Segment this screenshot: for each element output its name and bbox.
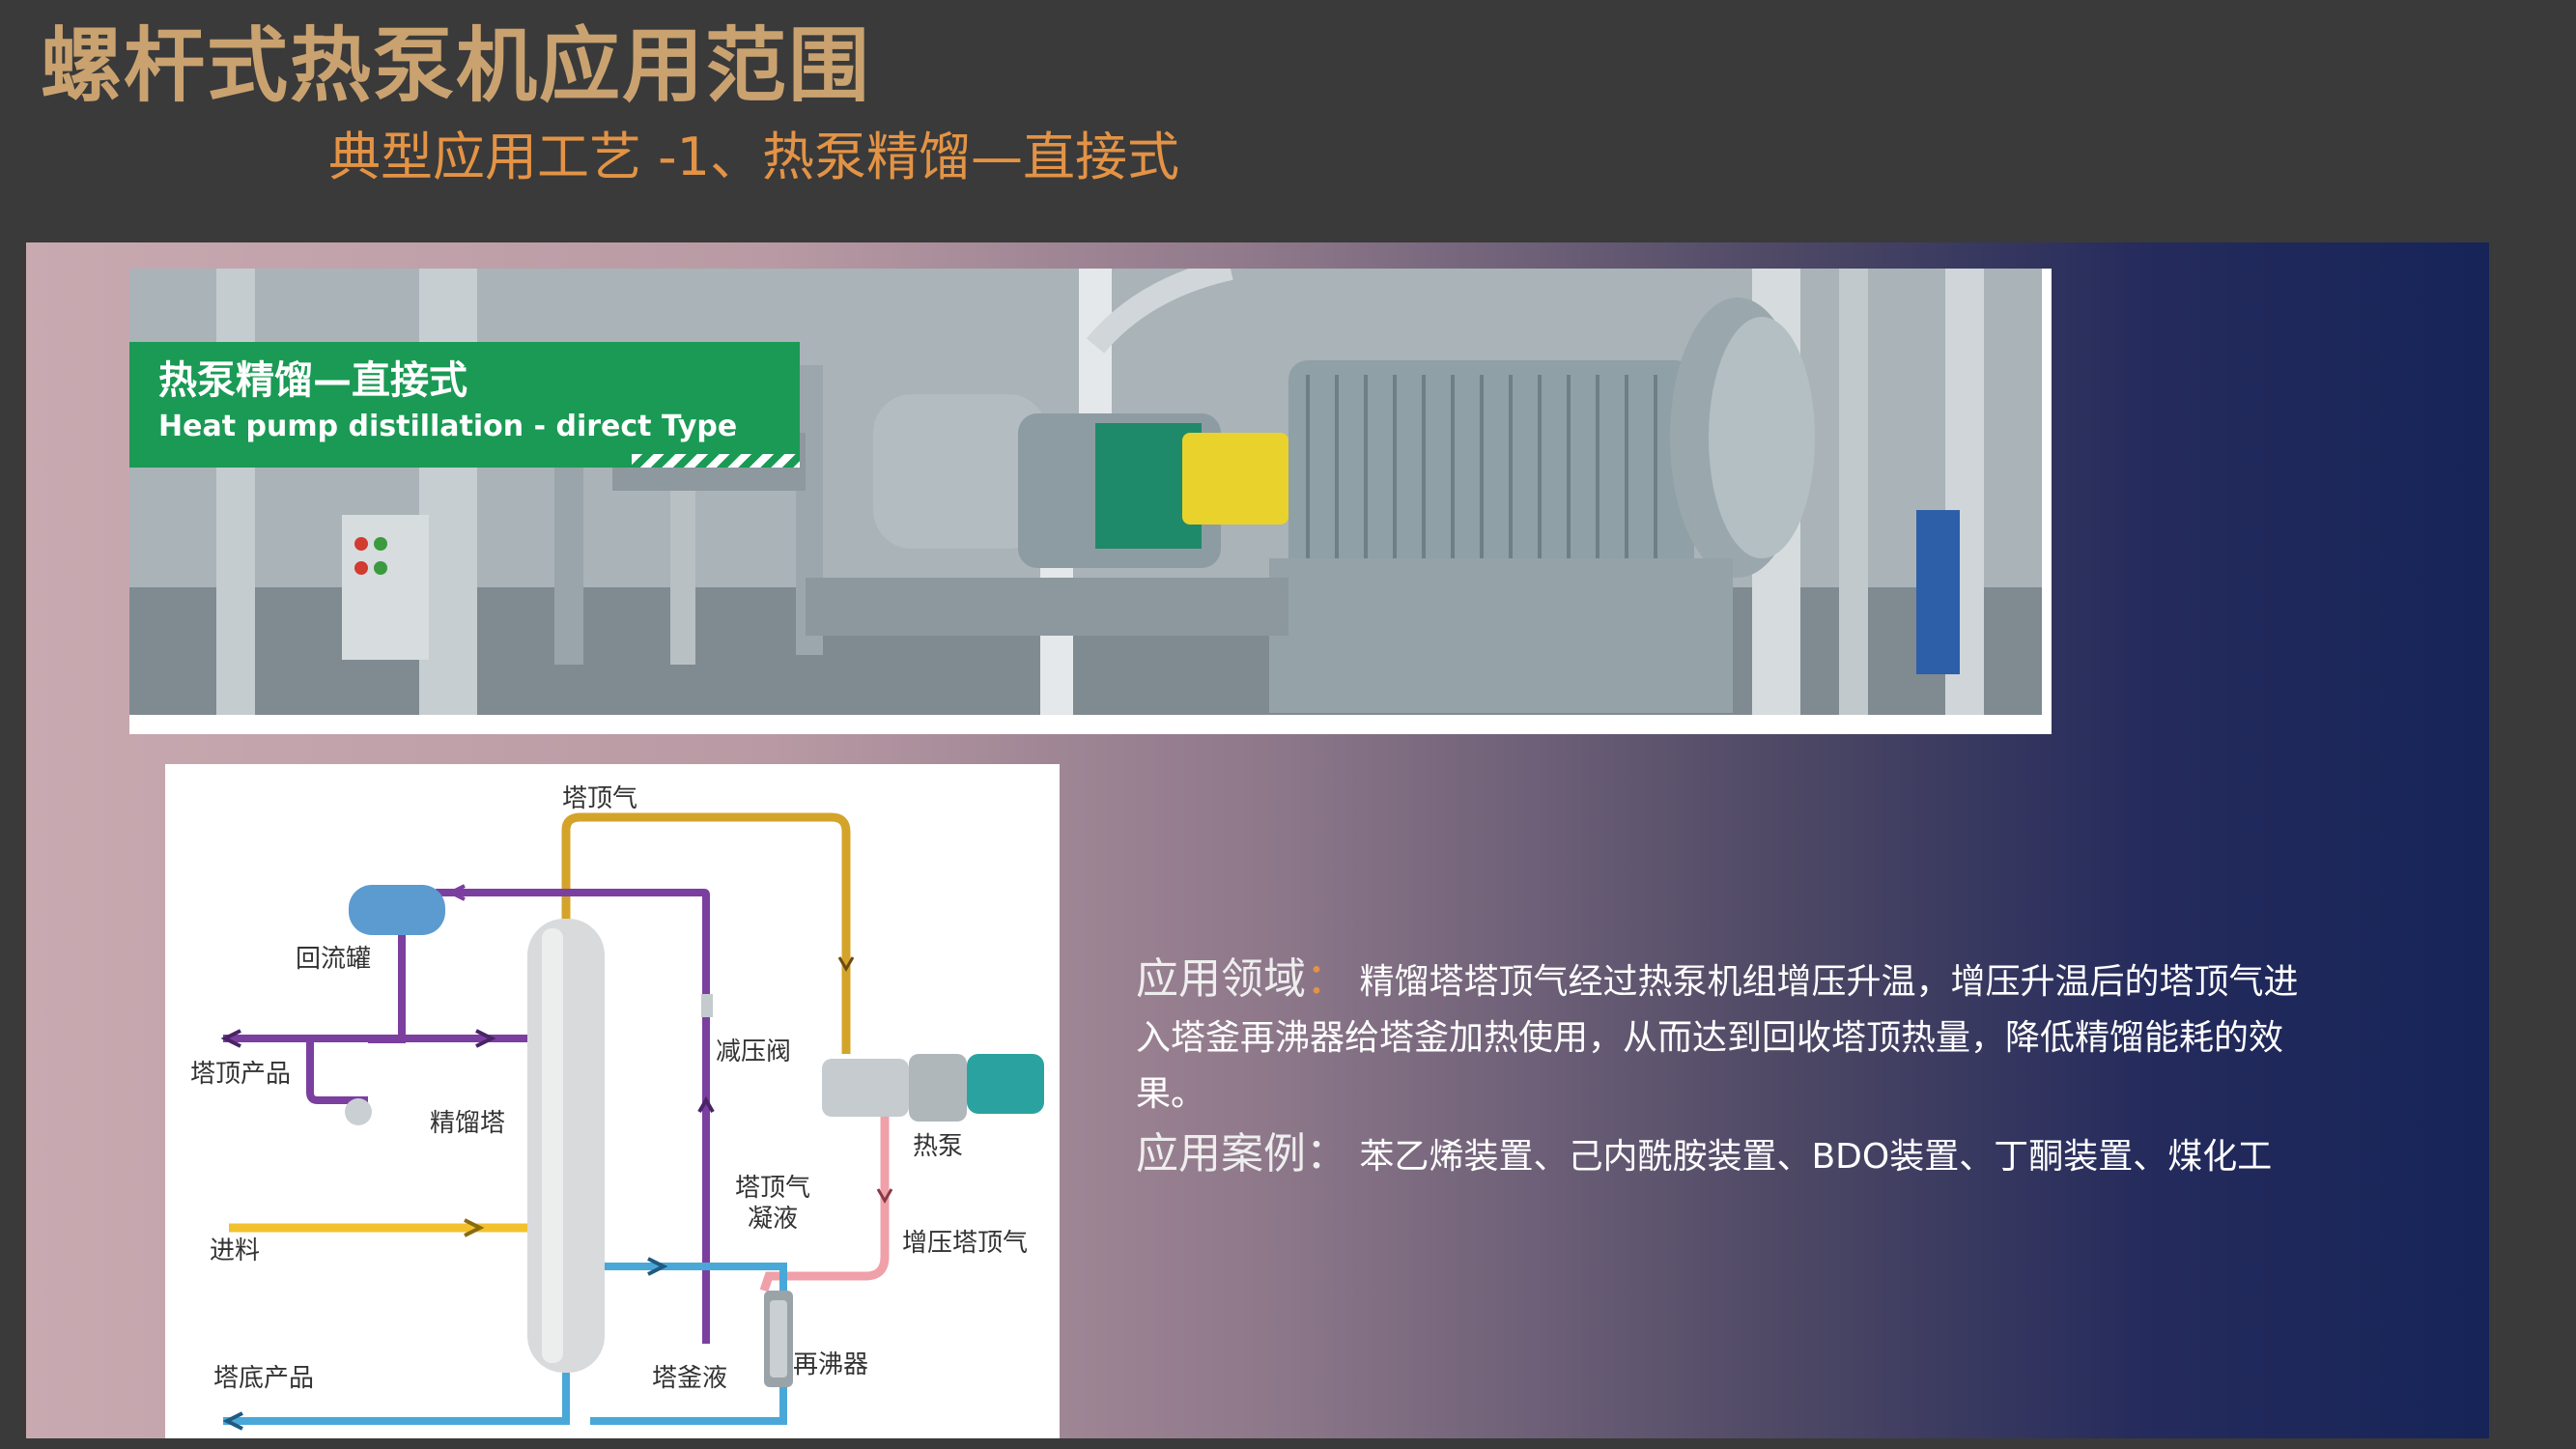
page-title: 螺杆式热泵机应用范围 bbox=[41, 18, 872, 113]
label-kettle-liquid: 塔釜液 bbox=[652, 1364, 728, 1393]
label-heat-pump: 热泵 bbox=[913, 1132, 964, 1161]
label-pressurized-vapor: 增压塔顶气 bbox=[902, 1229, 1029, 1258]
label-top-vapor: 塔顶气 bbox=[562, 784, 638, 813]
process-flow-svg bbox=[220, 812, 1044, 1431]
application-cases: 应用案例： 苯乙烯装置、己内酰胺装置、BDO装置、丁酮装置、煤化工 bbox=[1136, 1126, 2305, 1185]
label-reboiler: 再沸器 bbox=[793, 1350, 869, 1379]
label-bottom-product: 塔底产品 bbox=[213, 1364, 315, 1393]
equipment-photo: 热泵精馏—直接式 Heat pump distillation - direct… bbox=[129, 269, 2042, 715]
description-block: 应用领域： 精馏塔塔顶气经过热泵机组增压升温，增压升温后的塔顶气进入塔釜再沸器给… bbox=[1136, 952, 2305, 1185]
label-reflux-tank: 回流罐 bbox=[296, 945, 372, 974]
label-condensate: 塔顶气 凝液 bbox=[735, 1174, 811, 1234]
banner-label: 热泵精馏—直接式 Heat pump distillation - direct… bbox=[129, 342, 800, 468]
field-colon: ： bbox=[1306, 954, 1348, 1004]
banner-title-cn: 热泵精馏—直接式 bbox=[158, 358, 467, 403]
page-subtitle: 典型应用工艺 -1、热泵精馏—直接式 bbox=[328, 127, 1180, 187]
application-field: 应用领域： 精馏塔塔顶气经过热泵机组增压升温，增压升温后的塔顶气进入塔釜再沸器给… bbox=[1136, 952, 2305, 1122]
field-text: 精馏塔塔顶气经过热泵机组增压升温，增压升温后的塔顶气进入塔釜再沸器给塔釜加热使用… bbox=[1136, 962, 2299, 1114]
case-colon: ： bbox=[1306, 1129, 1348, 1179]
case-text: 苯乙烯装置、己内酰胺装置、BDO装置、丁酮装置、煤化工 bbox=[1359, 1137, 2273, 1177]
equipment-illustration bbox=[129, 269, 2042, 715]
banner-stripes bbox=[632, 454, 800, 468]
label-pressure-valve: 减压阀 bbox=[716, 1037, 792, 1066]
process-diagram: 塔顶气 回流罐 塔顶产品 精馏塔 减压阀 热泵 塔顶气 凝液 增压塔顶气 进料 … bbox=[165, 764, 1060, 1438]
label-feed: 进料 bbox=[210, 1236, 261, 1265]
label-column: 精馏塔 bbox=[430, 1109, 506, 1138]
banner-title-en: Heat pump distillation - direct Type bbox=[158, 410, 738, 443]
field-heading: 应用领域 bbox=[1136, 954, 1306, 1004]
label-top-product: 塔顶产品 bbox=[190, 1060, 292, 1089]
photo-frame: 热泵精馏—直接式 Heat pump distillation - direct… bbox=[129, 269, 2052, 734]
case-heading: 应用案例 bbox=[1136, 1129, 1306, 1179]
